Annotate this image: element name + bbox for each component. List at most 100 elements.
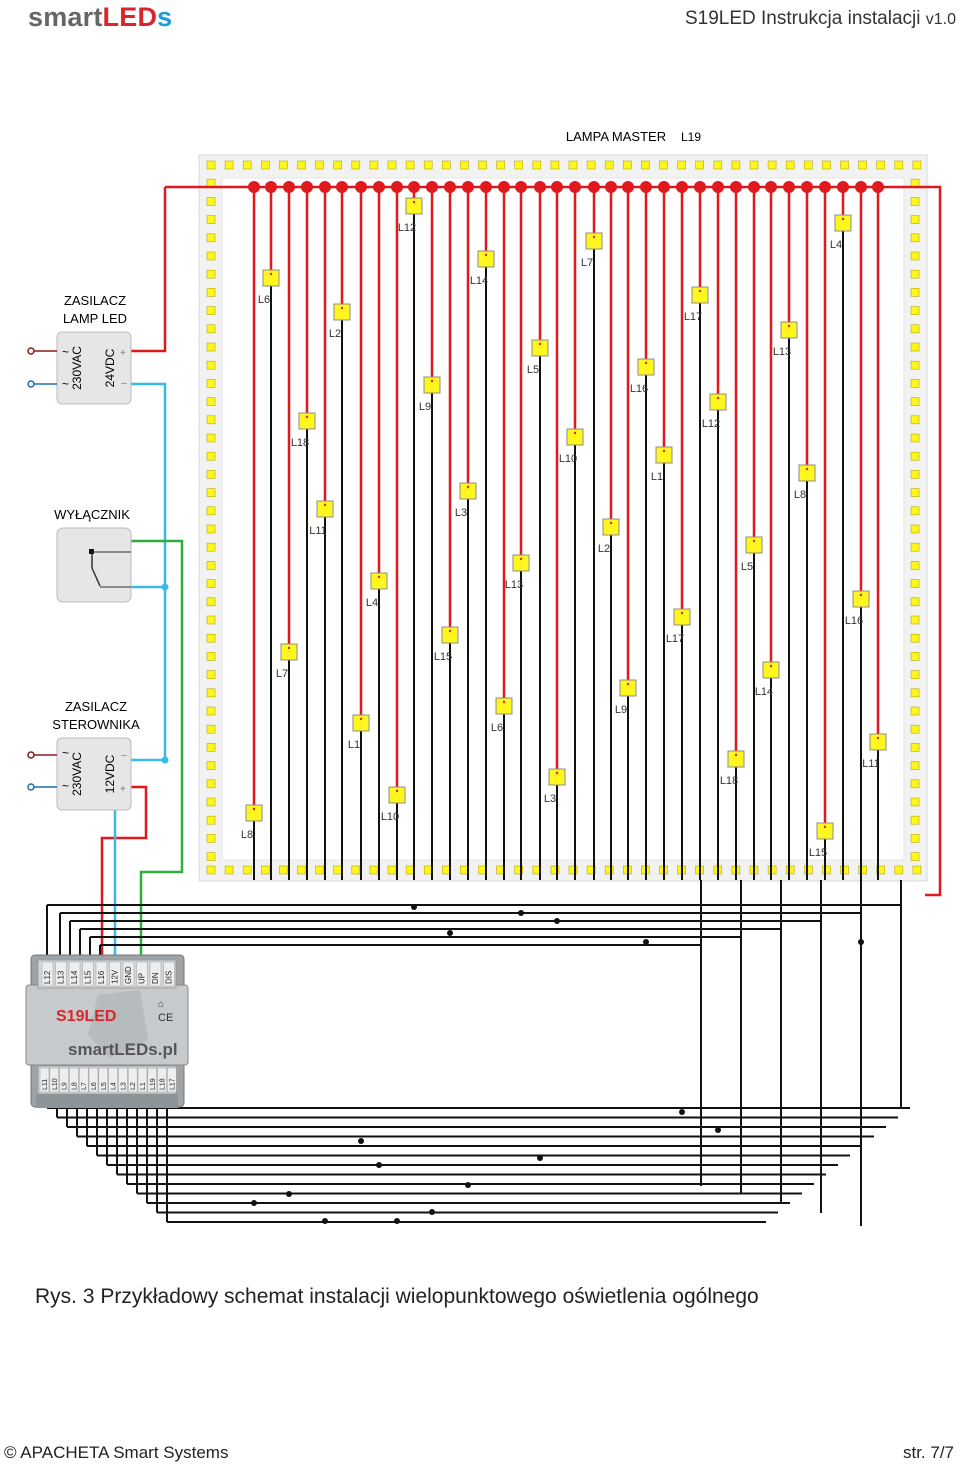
bus-node-icon [498,181,510,193]
bus-node-icon [515,181,527,193]
led-module-icon [548,768,566,786]
led-module-icon [762,661,780,679]
led-label: L16 [630,383,648,395]
led-dot-icon [716,396,720,400]
border-led-icon [369,865,379,875]
border-led-icon [910,834,920,843]
wire-master-positive [925,185,942,897]
border-led-icon [206,233,216,243]
led-label: L17 [684,311,702,323]
bus-node-icon [480,181,492,193]
border-led-icon [731,160,741,170]
led-module-icon [780,321,798,339]
border-led-icon [910,451,920,461]
led-dot-icon [823,825,827,829]
border-led-icon [910,542,920,552]
border-led-icon [910,615,920,625]
led-dot-icon [805,467,809,471]
border-led-icon [910,524,920,534]
psu-ctrl-title-2: STEROWNIKA [52,717,140,732]
border-led-icon [568,160,578,170]
terminal-top [122,961,135,987]
led-module-icon [477,250,495,268]
led-label: L6 [491,722,503,734]
junction-dot-icon [322,1218,328,1224]
border-led-icon [641,160,650,170]
led-module-icon [691,286,709,304]
ac-symbol-icon: ~ [62,779,69,793]
junction-dot-icon [429,1209,435,1215]
led-label: L2 [598,543,610,555]
border-led-icon [206,542,216,552]
border-led-icon [387,160,397,170]
border-led-icon [910,852,920,861]
border-led-icon [858,865,867,875]
led-module-icon [655,446,673,464]
led-module-icon [245,804,263,822]
led-module-icon [352,714,370,732]
border-led-icon [659,160,668,170]
bus-node-icon [676,181,688,193]
psu-led-title-2: LAMP LED [63,311,127,326]
bus-node-icon [694,181,706,193]
led-module-icon [834,214,852,232]
border-led-icon [749,160,759,170]
led-label: L4 [830,239,842,251]
border-led-icon [206,743,216,752]
border-led-icon [206,306,216,315]
terminal-label-top: UP [138,973,147,984]
terminal-label-bottom: L17 [169,1078,176,1090]
terminal-bottom [69,1067,79,1093]
border-led-icon [242,160,252,170]
junction-dot-icon [465,1182,471,1188]
border-led-icon [910,233,920,243]
border-led-icon [405,865,415,875]
bus-node-icon [765,181,777,193]
border-led-icon [206,779,216,789]
bus-node-icon [837,181,849,193]
border-led-icon [206,706,216,716]
led-label: L5 [527,364,539,376]
border-led-icon [206,288,216,297]
ce-mark-icon: CE [158,1012,173,1024]
led-dot-icon [484,253,488,257]
led-module-icon [727,750,745,768]
border-led-icon [910,288,920,297]
border-led-icon [785,160,795,170]
junction-dot-icon [161,756,169,764]
wire-switch-signal [131,539,184,960]
led-dot-icon [769,664,773,668]
terminal-label-top: L12 [43,970,52,984]
terminal-bottom [49,1067,60,1093]
terminal-top [95,961,108,987]
terminal-bottom [127,1067,138,1093]
bus-node-icon [872,181,884,193]
terminal-bottom [59,1067,69,1093]
led-dot-icon [876,736,880,740]
terminal-top [55,961,67,987]
terminal-label-top: DIS [165,971,174,984]
border-led-icon [514,865,524,875]
border-led-icon [822,160,831,170]
junction-dot-icon [715,1127,721,1133]
led-module-icon [637,358,655,376]
border-led-icon [206,269,216,279]
led-label: L10 [559,453,577,465]
terminal-top [109,961,121,987]
border-led-icon [224,865,234,875]
border-led-icon [622,160,632,170]
border-led-icon [910,488,920,497]
led-module-icon [619,679,637,697]
border-led-icon [910,761,920,770]
plus-icon: + [120,784,126,795]
border-led-icon [279,865,288,875]
border-led-icon [910,579,920,588]
led-label: L4 [366,597,378,609]
terminal-label-bottom: L3 [120,1082,127,1090]
border-led-icon [785,865,795,875]
terminal-bottom [147,1067,158,1093]
psu-ctrl-title-1: ZASILACZ [65,699,127,714]
wiring-diagram: L8L6L18L7L2L11L4L1L10L12L9L15L14L3L6L13L… [25,129,942,1226]
terminal-label-top: L14 [70,970,79,984]
